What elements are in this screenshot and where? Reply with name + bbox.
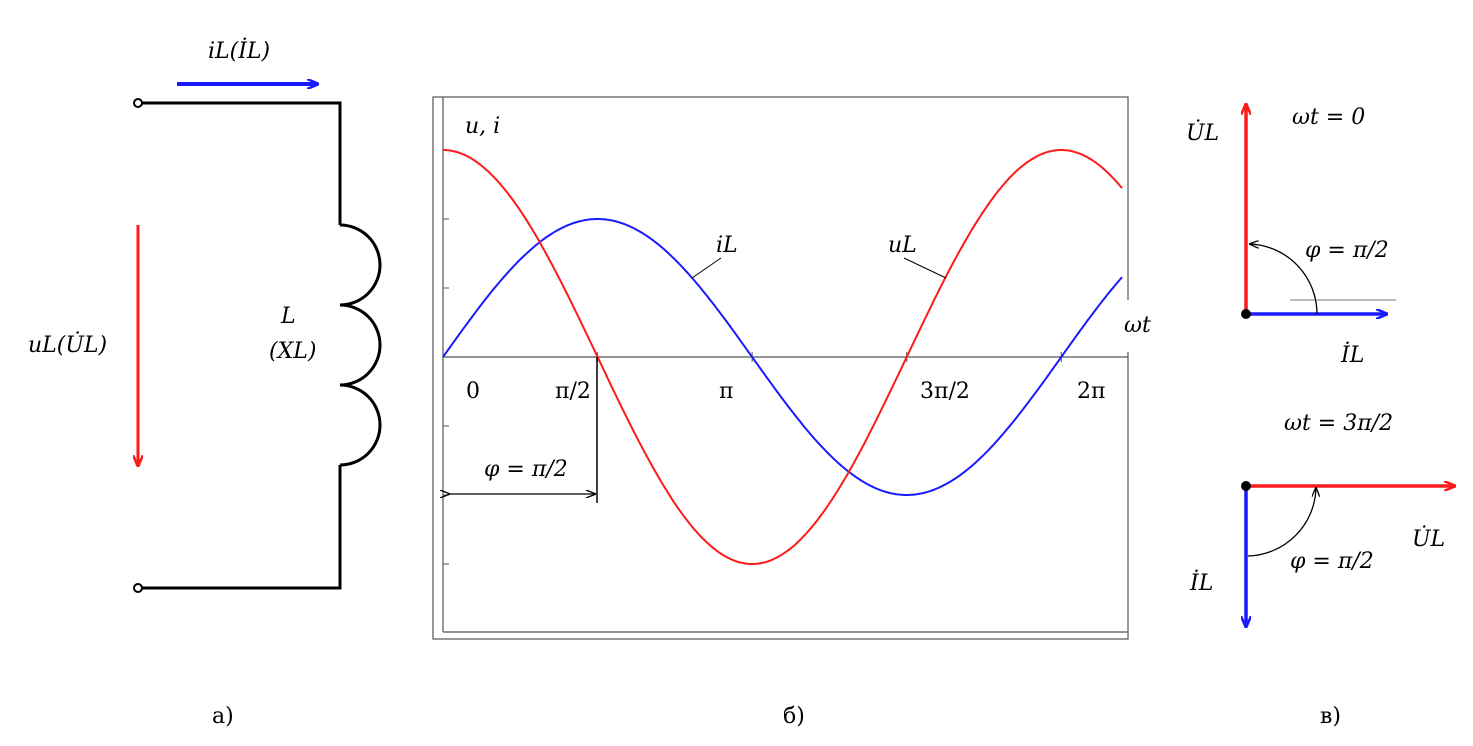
phasor-bottom-origin: [1241, 481, 1251, 491]
terminal-top: [133, 98, 143, 108]
circuit-current-label: iL(İL): [208, 37, 270, 64]
terminal-bottom: [133, 583, 143, 593]
phasor-bottom-title: ωt = 3π/2: [1284, 411, 1393, 436]
y-axis-label: u, i: [465, 114, 500, 139]
phasor-top-origin: [1241, 309, 1251, 319]
tick-label-2pi: 2π: [1077, 379, 1105, 404]
leader-voltage: [903, 257, 947, 279]
wire-top: [142, 101, 342, 225]
circuit-caption: а): [212, 704, 234, 729]
wt-label-bg: [1120, 300, 1166, 352]
phasor-top-angle-arc: [1250, 244, 1318, 315]
phasor-top-voltage-label: U̇L: [1186, 120, 1219, 146]
tick-label-0: 0: [466, 379, 480, 404]
leader-current: [691, 257, 722, 279]
inductor-coil: [339, 223, 382, 467]
phasor-top-angle-label: φ = π/2: [1305, 238, 1389, 263]
phasor-top-current-label: İL: [1340, 341, 1364, 368]
phasor-caption: в): [1320, 704, 1341, 729]
reactance-label: (XL): [269, 339, 316, 364]
series-current-line: [442, 218, 1123, 496]
phasor-bottom-group: ωt = 3π/2 U̇L İL φ = π/2 в): [1189, 411, 1455, 729]
plot-frame: [432, 96, 1129, 640]
phasor-top-group: ωt = 0 U̇L İL φ = π/2: [1186, 104, 1396, 368]
circuit-voltage-label: uL(U̇L): [28, 332, 107, 358]
wire-bottom: [142, 465, 342, 590]
phasor-bottom-current-label: İL: [1189, 569, 1213, 596]
tick-label-3pi-over-2: 3π/2: [920, 379, 970, 404]
circuit-group: iL(İL) uL(U̇L) L (XL) а): [28, 37, 382, 729]
waveform-group: ωt u, i 0 π/2 π 3π/2 2π iL uL φ = π/2 б): [432, 96, 1166, 729]
phasor-top-title: ωt = 0: [1292, 105, 1365, 130]
phasor-bottom-angle-arc: [1247, 488, 1316, 557]
phasor-bottom-angle-label: φ = π/2: [1290, 549, 1374, 574]
waveform-caption: б): [783, 704, 805, 729]
phase-label: φ = π/2: [484, 457, 568, 482]
series-label-current: iL: [716, 233, 738, 258]
series-voltage-line: [443, 149, 1123, 565]
phasor-bottom-voltage-label: U̇L: [1412, 526, 1445, 552]
series-label-voltage: uL: [888, 233, 917, 258]
inductor-label: L: [280, 304, 296, 329]
tick-label-pi-over-2: π/2: [555, 379, 591, 404]
x-axis-label: ωt: [1124, 313, 1151, 338]
tick-label-pi: π: [719, 379, 733, 404]
